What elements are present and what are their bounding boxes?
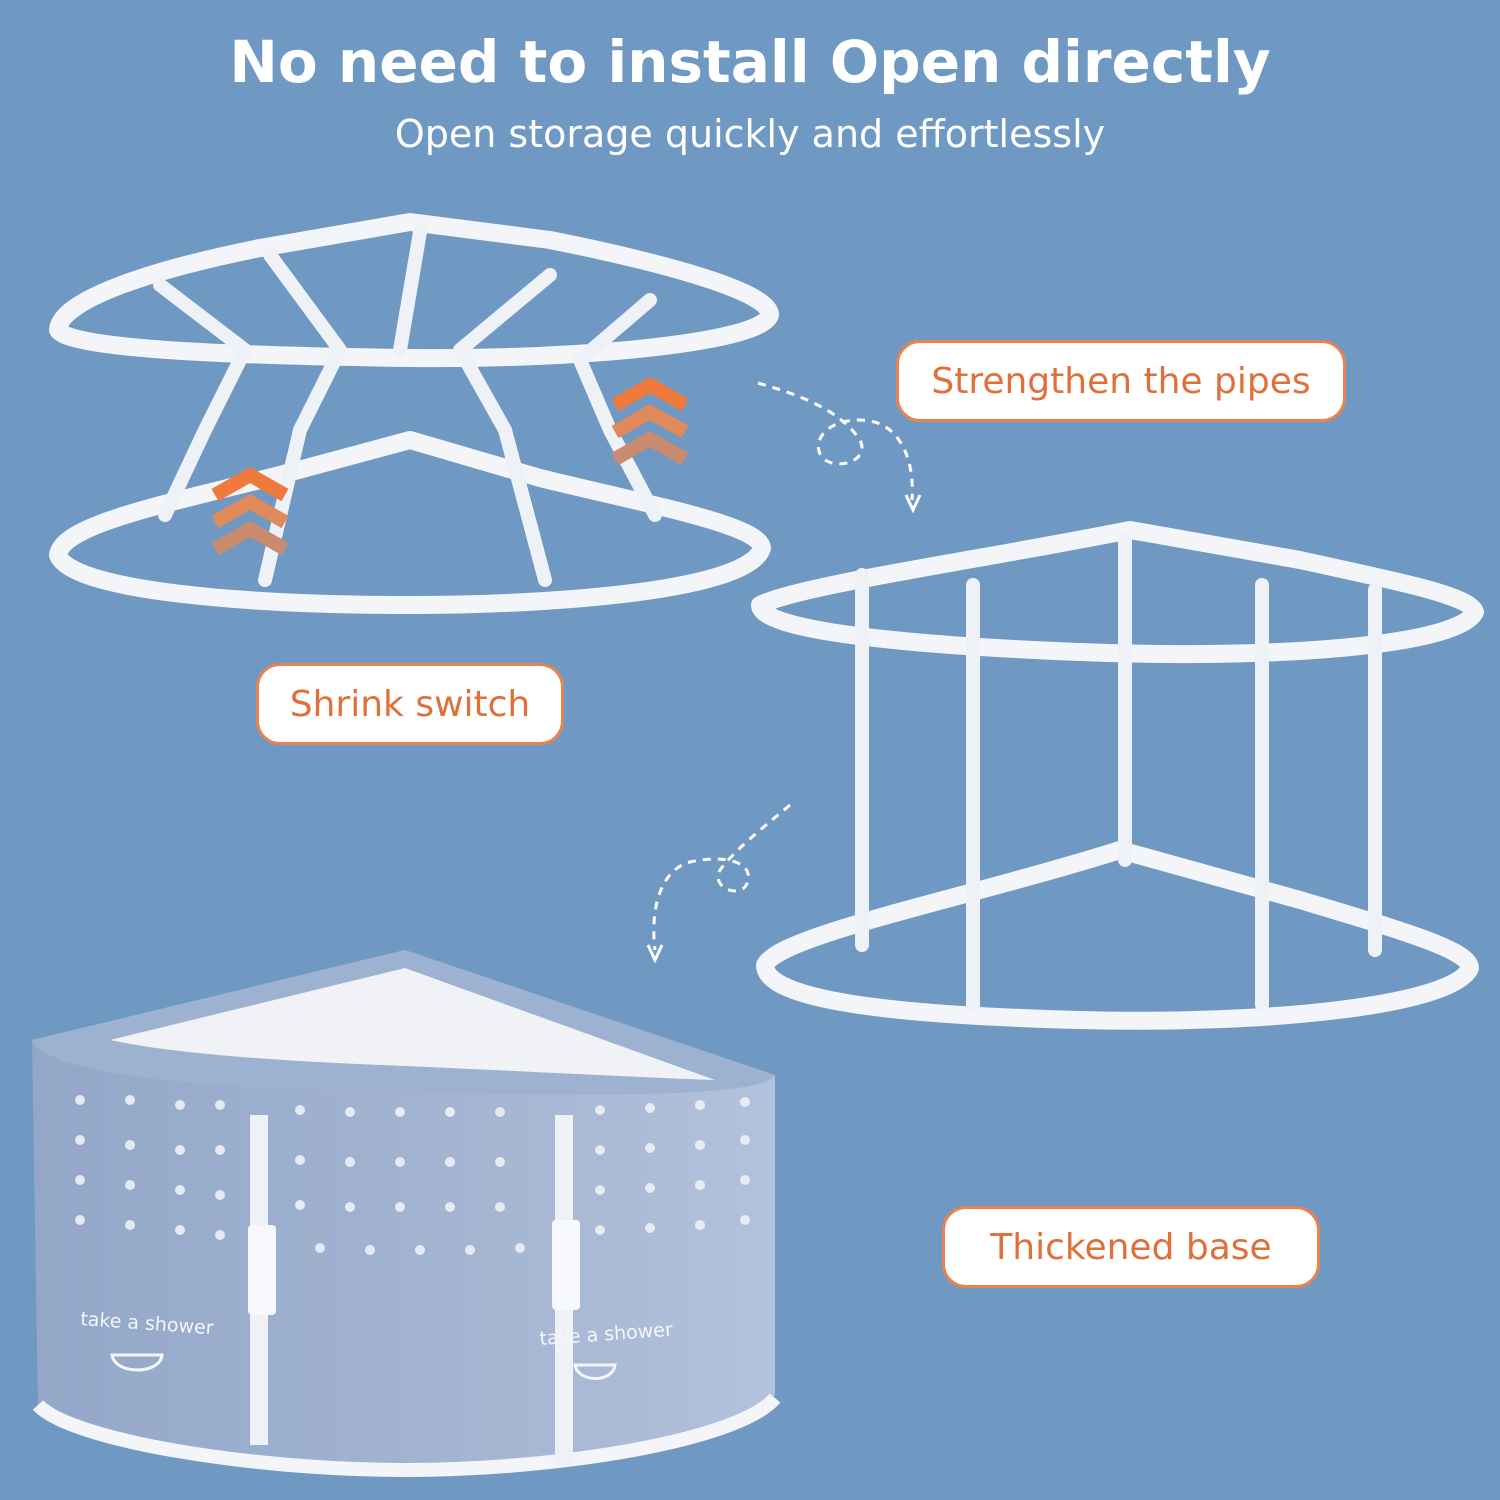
open-frame xyxy=(751,521,1484,1030)
bathtub: take a shower take a shower xyxy=(32,950,781,1478)
bathtub-icon xyxy=(110,1353,164,1372)
label-strengthen-pipes: Strengthen the pipes xyxy=(896,340,1346,422)
bathtub-icon xyxy=(573,1363,617,1380)
up-arrow-icon xyxy=(211,376,689,556)
page-subtitle: Open storage quickly and effortlessly xyxy=(394,112,1106,156)
dashed-arrow-icon xyxy=(646,381,922,964)
folded-frame xyxy=(49,213,779,614)
label-thickened-base: Thickened base xyxy=(942,1206,1320,1288)
label-shrink-switch: Shrink switch xyxy=(256,663,564,745)
page-title: No need to install Open directly xyxy=(229,28,1271,96)
